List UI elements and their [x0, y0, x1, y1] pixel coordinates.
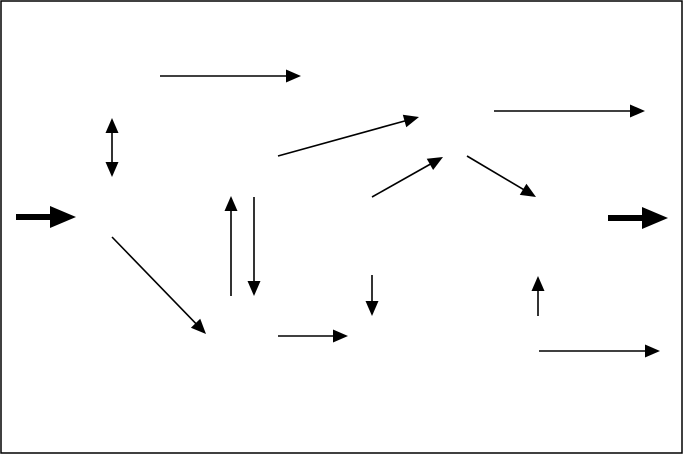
center-down-arrow [247, 197, 261, 296]
mid-down-arrow [365, 275, 379, 316]
bottom-right-arrow-head [645, 344, 660, 358]
center-diagonal-up-arrow-shaft [277, 119, 407, 157]
right-diagonal-down-arrow-shaft [466, 155, 526, 192]
top-left-right-arrow [160, 69, 301, 83]
left-vertical-double-arrow [105, 118, 119, 177]
center-up-arrow [224, 196, 238, 296]
bottom-right-arrow [539, 344, 660, 358]
input-arrow [16, 206, 76, 228]
mid-down-arrow-head [365, 301, 379, 316]
output-arrow-head [642, 207, 668, 229]
arrow-layer [16, 69, 668, 358]
center-up-arrow-head [224, 196, 238, 211]
right-up-arrow-head [531, 276, 545, 291]
left-vertical-double-arrow-tail-head [105, 118, 119, 133]
left-diagonal-down-arrow-shaft [111, 236, 198, 326]
right-up-arrow [531, 276, 545, 316]
right-diagonal-down-arrow-head [519, 183, 536, 197]
mid-diagonal-up-arrow-head [426, 157, 443, 171]
center-down-arrow-head [247, 281, 261, 296]
left-vertical-double-arrow-head [105, 162, 119, 177]
top-right-arrow-head [630, 104, 645, 118]
mid-diagonal-up-arrow [371, 157, 443, 198]
right-diagonal-down-arrow [466, 155, 536, 197]
input-arrow-head [50, 206, 76, 228]
top-right-arrow [494, 104, 645, 118]
center-diagonal-up-arrow-head [402, 114, 419, 128]
center-diagonal-up-arrow [277, 114, 419, 157]
top-left-right-arrow-head [286, 69, 301, 83]
bottom-center-right-arrow [278, 329, 348, 343]
left-diagonal-down-arrow-head [190, 318, 206, 334]
left-diagonal-down-arrow [111, 236, 206, 334]
output-arrow [608, 207, 668, 229]
bottom-center-right-arrow-head [333, 329, 348, 343]
mid-diagonal-up-arrow-shaft [371, 162, 433, 198]
